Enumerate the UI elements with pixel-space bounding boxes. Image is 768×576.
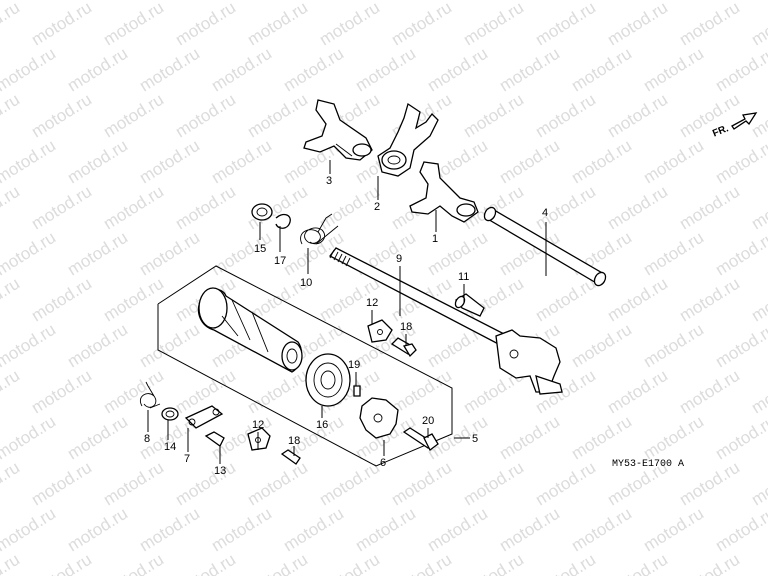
part-label-14: 14 xyxy=(164,441,176,453)
part-label-15: 15 xyxy=(254,243,266,255)
part-label-17: 17 xyxy=(274,255,286,267)
shift-drum[interactable] xyxy=(197,287,303,373)
part-label-3: 3 xyxy=(326,175,332,187)
part-label-1: 1 xyxy=(432,233,438,245)
part-label-5: 5 xyxy=(472,433,478,445)
diagram-code: MY53-E1700 A xyxy=(612,459,684,470)
part-label-9: 9 xyxy=(396,253,402,265)
part-label-8: 8 xyxy=(144,433,150,445)
front-label: FR. xyxy=(711,123,730,139)
assembly-5-bracket xyxy=(157,265,453,467)
part-label-6: 6 xyxy=(380,457,386,469)
return-spring-10[interactable] xyxy=(300,213,339,245)
part-label-12-upper: 12 xyxy=(366,297,378,309)
shift-fork-shaft-4[interactable] xyxy=(482,205,608,287)
part-label-7: 7 xyxy=(184,453,190,465)
part-label-18-upper: 18 xyxy=(400,321,412,333)
part-label-19: 19 xyxy=(348,359,360,371)
part-label-2: 2 xyxy=(374,201,380,213)
bolt-18-lower[interactable] xyxy=(280,449,301,465)
bolt-13[interactable] xyxy=(204,431,225,447)
shift-fork-1[interactable] xyxy=(409,161,479,223)
stopper-arm-7[interactable] xyxy=(184,405,224,429)
part-label-10: 10 xyxy=(300,277,312,289)
part-label-4: 4 xyxy=(542,207,548,219)
drum-center-plate-6[interactable] xyxy=(359,397,399,439)
part-label-20: 20 xyxy=(422,415,434,427)
part-number-labels: 3 2 1 4 9 11 12 18 15 17 10 19 16 20 5 6… xyxy=(144,175,548,477)
part-label-12-lower: 12 xyxy=(252,419,264,431)
leader-lines xyxy=(147,160,547,464)
washer-15[interactable] xyxy=(251,203,273,221)
shift-fork-3[interactable] xyxy=(303,99,373,161)
bearing-16[interactable] xyxy=(305,353,351,407)
dowel-pin-19[interactable] xyxy=(353,385,361,397)
shift-fork-2[interactable] xyxy=(377,102,439,177)
bolt-18-upper[interactable] xyxy=(390,337,417,358)
part-label-11: 11 xyxy=(458,271,469,283)
part-label-16: 16 xyxy=(316,419,328,431)
part-label-18-lower: 18 xyxy=(288,435,300,447)
clip-17[interactable] xyxy=(275,213,291,229)
washer-14[interactable] xyxy=(161,407,179,421)
bearing-retainer-12-lower[interactable] xyxy=(247,427,271,451)
bearing-retainer-12-upper[interactable] xyxy=(367,319,393,343)
gearshift-spindle-9[interactable] xyxy=(329,247,563,395)
part-label-13: 13 xyxy=(214,465,226,477)
stopper-spring-8[interactable] xyxy=(140,381,161,409)
front-direction-arrow: FR. xyxy=(711,112,758,139)
